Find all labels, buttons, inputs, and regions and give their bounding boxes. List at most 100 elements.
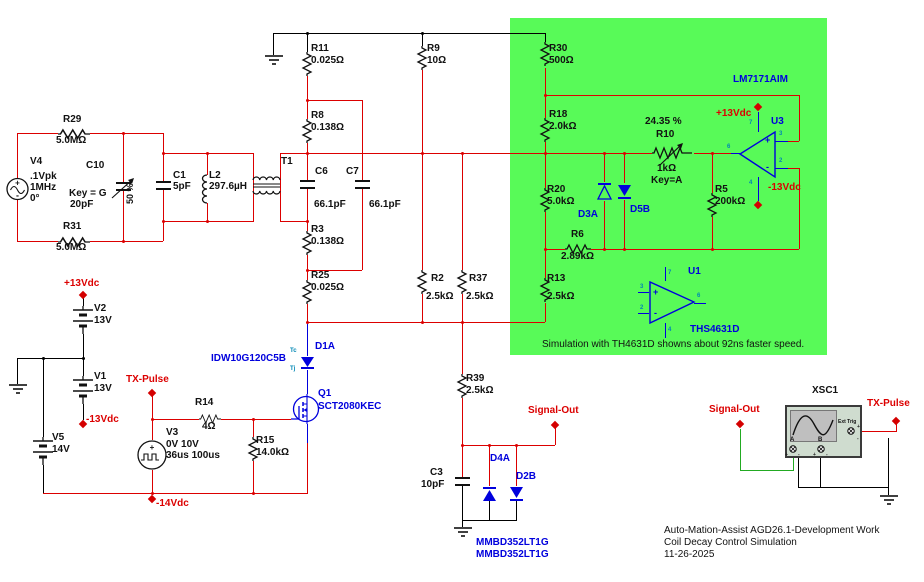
wire[interactable] [462, 153, 463, 270]
wire[interactable] [280, 153, 281, 222]
wire[interactable] [422, 70, 423, 153]
wire[interactable] [43, 358, 44, 437]
wire[interactable] [545, 68, 546, 95]
wire[interactable] [731, 153, 740, 154]
wire[interactable] [799, 168, 800, 249]
wire[interactable] [422, 153, 423, 270]
resistor-R18[interactable] [538, 118, 552, 142]
battery-V5[interactable] [31, 437, 55, 465]
wire[interactable] [896, 424, 897, 432]
wire[interactable] [163, 189, 164, 221]
resistor-R2[interactable] [415, 270, 429, 294]
resistor-R39[interactable] [455, 374, 469, 398]
diode-D2B[interactable] [509, 486, 524, 502]
wire[interactable] [280, 153, 307, 154]
wire[interactable] [17, 133, 58, 134]
capacitor-C6[interactable] [300, 180, 315, 189]
net-terminal[interactable] [550, 420, 560, 430]
wire[interactable] [253, 461, 254, 493]
wire[interactable] [545, 303, 546, 322]
wire[interactable] [462, 520, 517, 521]
wire[interactable] [516, 501, 517, 520]
wire[interactable] [307, 153, 652, 154]
wire[interactable] [221, 419, 253, 420]
wire[interactable] [624, 153, 625, 183]
wire[interactable] [638, 313, 649, 314]
wire[interactable] [591, 249, 799, 250]
wire[interactable] [307, 100, 308, 119]
wire[interactable] [207, 153, 208, 175]
wire[interactable] [362, 188, 363, 270]
wire[interactable] [83, 298, 84, 306]
capacitor-C1[interactable] [156, 181, 171, 190]
ground-symbol[interactable] [453, 527, 473, 539]
wire[interactable] [307, 143, 308, 153]
wire[interactable] [307, 424, 308, 443]
wire[interactable] [307, 270, 308, 280]
net-terminal[interactable] [735, 419, 745, 429]
inductor-L2[interactable] [200, 174, 214, 204]
scope-terminal-B[interactable] [817, 445, 825, 453]
resistor-R30[interactable] [538, 42, 552, 66]
wire[interactable] [545, 153, 546, 188]
resistor-R8[interactable] [300, 119, 314, 143]
wire[interactable] [516, 445, 517, 486]
battery-V1[interactable] [71, 376, 95, 404]
wire[interactable] [307, 255, 308, 270]
wire[interactable] [604, 153, 605, 182]
wire[interactable] [638, 292, 649, 293]
ac-source-V4[interactable]: +- [6, 177, 29, 201]
net-terminal[interactable] [147, 494, 157, 504]
highlight-annotation-box[interactable] [510, 18, 827, 355]
wire[interactable] [545, 249, 546, 278]
wire[interactable] [43, 493, 308, 494]
wire[interactable] [775, 168, 788, 169]
battery-V2[interactable] [71, 306, 95, 334]
wire[interactable] [489, 445, 490, 486]
wire[interactable] [273, 33, 545, 34]
wire[interactable] [462, 294, 463, 322]
wire[interactable] [740, 429, 741, 470]
wire[interactable] [280, 221, 307, 222]
wire[interactable] [307, 76, 308, 100]
wire[interactable] [545, 249, 565, 250]
scope-terminal-A[interactable] [789, 445, 797, 453]
wire[interactable] [207, 203, 208, 221]
resistor-R5[interactable] [705, 193, 719, 217]
wire[interactable] [83, 404, 84, 420]
opamp-U3[interactable] [738, 130, 776, 179]
capacitor-C3[interactable] [455, 477, 470, 486]
wire[interactable] [17, 200, 18, 241]
wire[interactable] [462, 445, 555, 446]
wire[interactable] [123, 190, 124, 241]
net-terminal[interactable] [891, 416, 901, 426]
wire[interactable] [462, 322, 463, 374]
wire[interactable] [788, 141, 799, 142]
wire[interactable] [163, 153, 164, 182]
ground-symbol[interactable] [8, 384, 28, 396]
wire[interactable] [307, 304, 308, 322]
resistor-R37[interactable] [455, 270, 469, 294]
wire[interactable] [758, 112, 759, 132]
wire[interactable] [855, 431, 897, 432]
resistor-R13[interactable] [538, 278, 552, 302]
diode-D3A[interactable] [596, 182, 613, 202]
wire[interactable] [798, 452, 799, 487]
wire[interactable] [307, 322, 308, 356]
resistor-R20[interactable] [538, 188, 552, 212]
potentiometer-R10[interactable] [650, 138, 694, 168]
wire[interactable] [793, 457, 794, 470]
wire[interactable] [163, 221, 164, 241]
wire[interactable] [422, 33, 423, 46]
wire[interactable] [152, 470, 153, 493]
ground-symbol[interactable] [264, 55, 284, 67]
wire[interactable] [90, 241, 123, 242]
wire[interactable] [694, 303, 706, 304]
scope-terminal-ext-trig[interactable] [847, 427, 855, 435]
wire[interactable] [123, 241, 163, 242]
wire[interactable] [624, 200, 625, 249]
net-terminal[interactable] [78, 290, 88, 300]
wire[interactable] [163, 133, 164, 153]
diode-D5B[interactable] [617, 183, 632, 201]
wire[interactable] [273, 33, 274, 55]
